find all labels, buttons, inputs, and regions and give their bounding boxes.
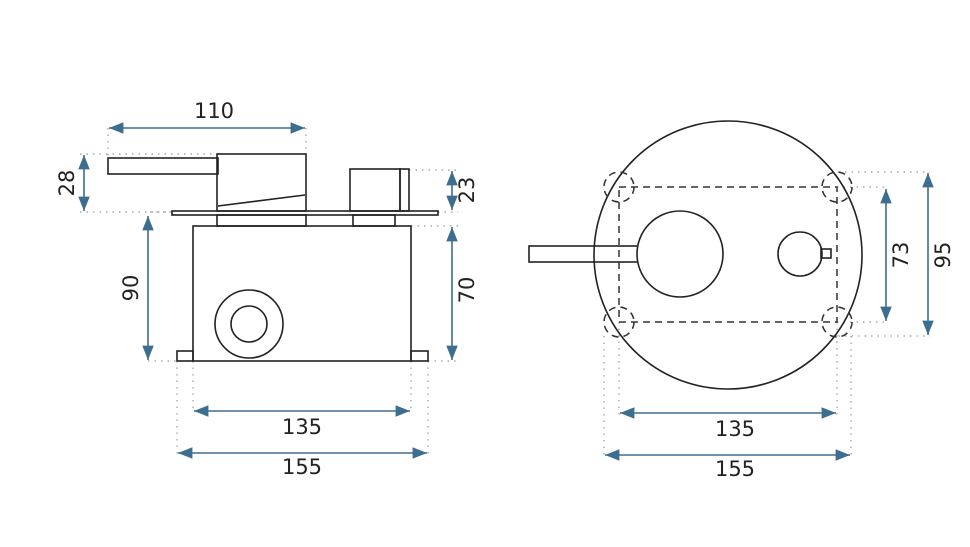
hidden-corner-arcs: [603, 171, 853, 338]
side-view: 110 28 90 23 70 135 155: [55, 99, 479, 479]
knob-collar: [352, 214, 396, 227]
dim-135-label: 135: [282, 415, 322, 439]
dim-110-label: 110: [194, 99, 234, 123]
installation-box: [192, 225, 412, 362]
mixer-knob-front: [636, 210, 724, 298]
diverter-knob: [349, 168, 401, 212]
dim-95-label: 95: [931, 242, 955, 269]
body-collar: [216, 214, 307, 227]
outlet-ring-inner: [230, 305, 268, 343]
dim-135-front-label: 135: [715, 417, 755, 441]
dim-23-label: 23: [455, 177, 479, 204]
outlet-ring-outer: [214, 289, 284, 359]
mixer-body: [216, 153, 307, 212]
lever-handle: [107, 157, 219, 175]
extension-lines-front: [603, 171, 930, 457]
dim-155-front-label: 155: [715, 457, 755, 481]
extension-lines: [80, 128, 458, 455]
dim-28-label: 28: [55, 170, 79, 197]
dim-90-label: 90: [119, 275, 143, 302]
hidden-box-outline: [618, 186, 838, 323]
dim-70-label: 70: [455, 277, 479, 304]
diverter-knob-front: [777, 231, 823, 277]
knob-tab: [399, 168, 410, 212]
diverter-tab-front: [820, 248, 832, 259]
dim-155-label: 155: [282, 455, 322, 479]
right-foot: [410, 350, 429, 362]
front-view: 73 95 135 155: [528, 120, 955, 481]
lever-handle-front: [528, 245, 640, 263]
body-slant-line: [217, 194, 306, 207]
dim-73-label: 73: [889, 242, 913, 269]
cover-plate-round: [593, 120, 863, 390]
left-foot: [176, 350, 194, 362]
